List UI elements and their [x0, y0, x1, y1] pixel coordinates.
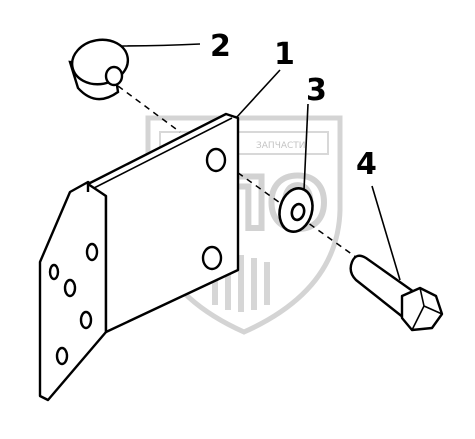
washer-part [278, 187, 314, 233]
assembly-guide-lines [117, 85, 361, 261]
bolt-part [349, 254, 444, 332]
guide-line-bolt [219, 159, 361, 261]
watermark-small-text: ЗАПЧАСТИ [256, 141, 306, 151]
flange-hole-4 [55, 346, 69, 366]
leader-line-3 [303, 103, 309, 191]
flange-hole-3 [79, 310, 93, 330]
bracket-main-plate [86, 112, 240, 334]
guide-line-spacer [117, 85, 181, 133]
spacer-bore [104, 65, 124, 87]
spacer-part [68, 38, 130, 101]
bracket-part [38, 112, 240, 402]
leader-line-1 [235, 69, 281, 119]
leader-lines [117, 43, 401, 281]
watermark-wheat-icon [212, 255, 270, 312]
leader-line-4 [371, 185, 401, 281]
washer-hole [290, 202, 306, 222]
callout-2: 2 [210, 29, 231, 64]
flange-hole-5 [48, 263, 60, 281]
callout-3: 3 [306, 73, 327, 108]
callout-4: 4 [356, 147, 377, 182]
callout-1: 1 [274, 37, 295, 72]
flange-hole-1 [85, 242, 99, 262]
leader-line-2 [117, 43, 201, 47]
bracket-hole-lower [201, 245, 223, 271]
bracket-hole-upper [205, 147, 227, 173]
flange-hole-2 [63, 278, 77, 298]
